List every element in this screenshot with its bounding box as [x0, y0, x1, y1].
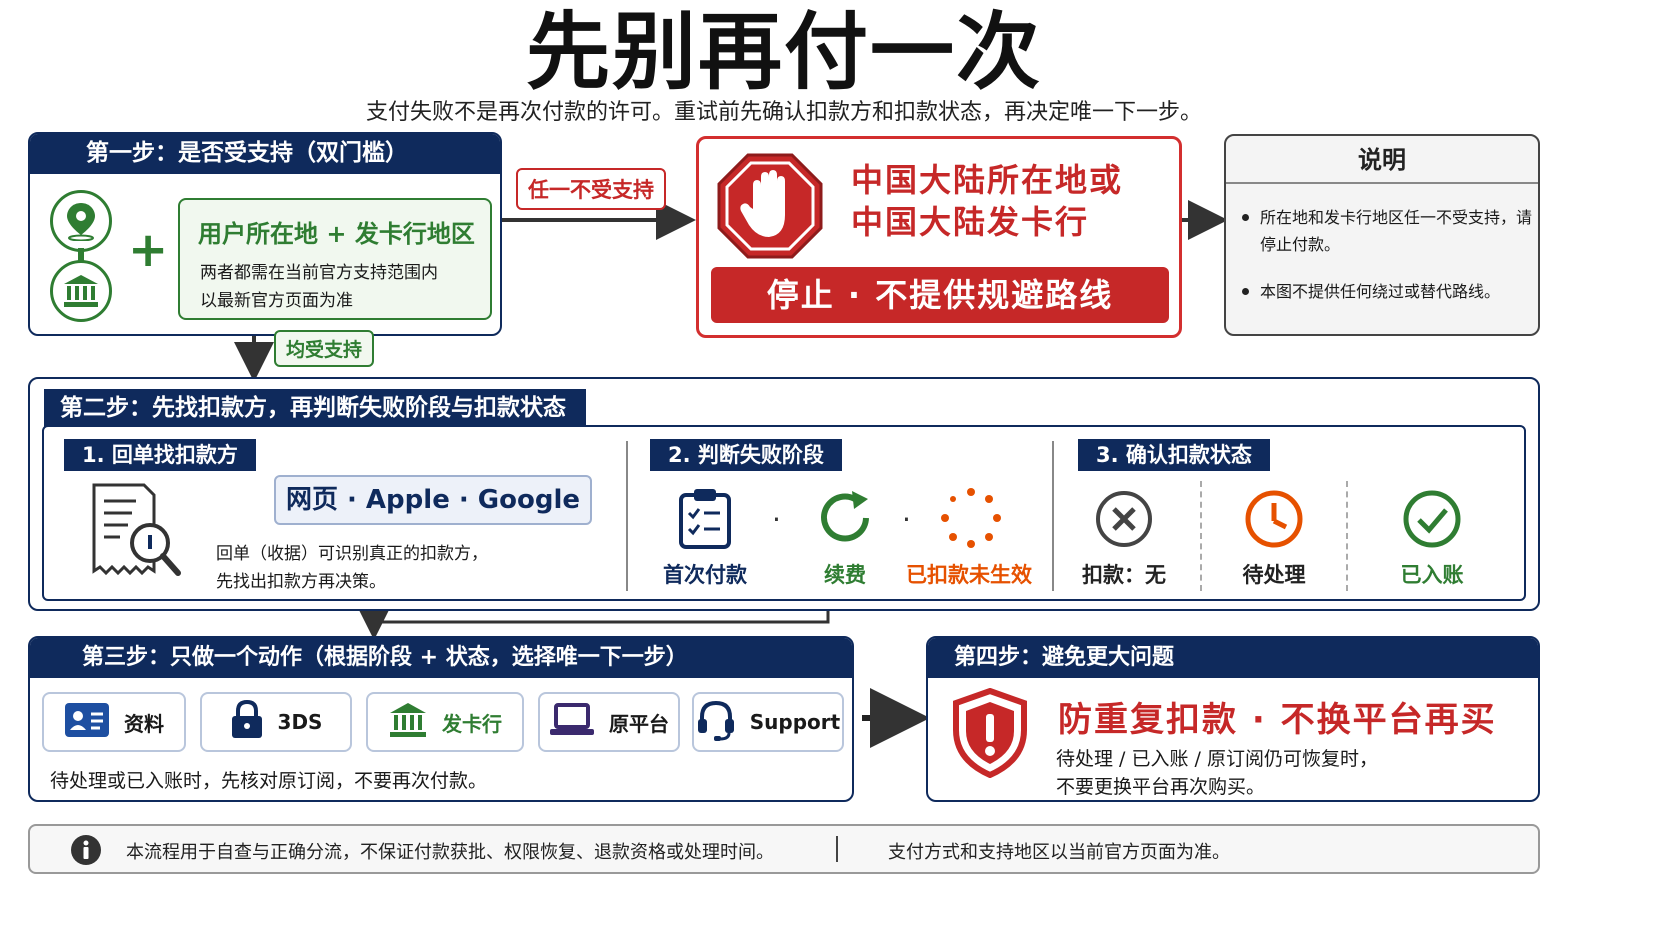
step2-inner: 1. 回单找扣款方 网页 · Apple · Google 回单（收据）可识别真… — [42, 425, 1526, 601]
icon-connector — [78, 248, 84, 264]
stage-charged-not-active: 已扣款未生效 — [906, 563, 1032, 587]
divider — [1200, 481, 1202, 591]
notes-title: 说明 — [1226, 136, 1538, 184]
step4-line-2: 不要更换平台再次购买。 — [1056, 776, 1266, 798]
bank-icon — [50, 260, 112, 322]
stop-line-2: 中国大陆发卡行 — [851, 203, 1090, 241]
footer-divider — [836, 836, 838, 862]
headset-icon — [696, 699, 736, 746]
sub2-heading: 2. 判断失败阶段 — [650, 439, 842, 471]
divider — [1346, 481, 1348, 591]
platforms-box: 网页 · Apple · Google — [274, 475, 592, 525]
divider — [626, 441, 628, 591]
page-subtitle: 支付失败不是再次付款的许可。重试前先确认扣款方和扣款状态，再决定唯一下一步。 — [365, 100, 1202, 125]
step1-panel: 第一步：是否受支持（双门槛） + 用户所在地 + 发卡行地区 两者都需在当前官方… — [28, 132, 502, 336]
action-label: Support — [749, 710, 841, 734]
clock-icon — [1244, 489, 1304, 553]
location-and-issuer-box: 用户所在地 + 发卡行地区 两者都需在当前官方支持范围内 以最新官方页面为准 — [178, 198, 492, 320]
note-item-2: 本图不提供任何绕过或替代路线。 — [1242, 278, 1534, 305]
state-posted: 已入账 — [1400, 563, 1464, 587]
step4-panel: 第四步：避免更大问题 防重复扣款 · 不换平台再买 待处理 / 已入账 / 原订… — [926, 636, 1540, 802]
tag-supported: 均受支持 — [274, 330, 375, 367]
laptop-icon — [549, 702, 595, 742]
sub3-heading: 3. 确认扣款状态 — [1078, 439, 1270, 471]
stage-renewal: 续费 — [824, 563, 866, 587]
action-label: 资料 — [124, 711, 164, 736]
info-icon — [70, 834, 102, 870]
renewal-icon — [814, 487, 876, 553]
action-original-platform-button[interactable]: 原平台 — [538, 692, 680, 752]
footer-text-2: 支付方式和支持地区以当前官方页面为准。 — [888, 842, 1230, 863]
action-issuer-button[interactable]: 发卡行 — [366, 692, 524, 752]
step1-heading: 第一步：是否受支持（双门槛） — [30, 134, 500, 174]
step4-line-1: 待处理 / 已入账 / 原订阅仍可恢复时， — [1056, 748, 1378, 770]
clipboard-icon — [678, 487, 732, 553]
stage-dot: · — [772, 503, 781, 536]
page-title: 先别再付一次 — [525, 3, 1042, 101]
action-label: 3DS — [277, 710, 323, 734]
step3-heading: 第三步：只做一个动作（根据阶段 + 状态，选择唯一下一步） — [30, 638, 852, 678]
action-label: 发卡行 — [442, 711, 502, 736]
stop-panel: 中国大陆所在地或 中国大陆发卡行 停止 · 不提供规避路线 — [696, 136, 1182, 338]
x-circle-icon — [1094, 489, 1154, 553]
action-info-button[interactable]: 资料 — [42, 692, 186, 752]
stop-banner: 停止 · 不提供规避路线 — [711, 267, 1169, 323]
check-circle-icon — [1402, 489, 1462, 553]
action-3ds-button[interactable]: 3DS — [200, 692, 352, 752]
pending-spinner-icon — [940, 487, 1002, 553]
stop-hand-icon — [715, 151, 825, 265]
stage-first-payment: 首次付款 — [663, 563, 747, 587]
note-item-1: 所在地和发卡行地区任一不受支持，请停止付款。 — [1242, 204, 1534, 258]
step4-heading: 第四步：避免更大问题 — [928, 638, 1538, 678]
divider — [1052, 441, 1054, 591]
sub1-heading: 1. 回单找扣款方 — [64, 439, 256, 471]
shield-alert-icon — [952, 687, 1028, 782]
footer-text-1: 本流程用于自查与正确分流，不保证付款获批、权限恢复、退款资格或处理时间。 — [126, 842, 774, 863]
state-pending: 待处理 — [1242, 563, 1306, 587]
receipt-search-icon — [88, 481, 184, 585]
notes-panel: 说明 所在地和发卡行地区任一不受支持，请停止付款。 本图不提供任何绕过或替代路线… — [1224, 134, 1540, 336]
location-pin-icon — [50, 190, 112, 252]
action-support-button[interactable]: Support — [692, 692, 844, 752]
lock-icon — [230, 699, 264, 745]
step2-heading: 第二步：先找扣款方，再判断失败阶段与扣款状态 — [44, 389, 586, 427]
id-card-icon — [64, 702, 110, 743]
box-line-1: 两者都需在当前官方支持范围内 — [200, 263, 438, 283]
note-text-2: 本图不提供任何绕过或替代路线。 — [1260, 282, 1501, 301]
state-no-charge: 扣款：无 — [1082, 563, 1166, 587]
action-label: 原平台 — [609, 711, 669, 736]
bullet-icon — [1242, 288, 1249, 295]
footer-disclaimer: 本流程用于自查与正确分流，不保证付款获批、权限恢复、退款资格或处理时间。 支付方… — [28, 824, 1540, 874]
step4-title: 防重复扣款 · 不换平台再买 — [1058, 700, 1497, 740]
step3-panel: 第三步：只做一个动作（根据阶段 + 状态，选择唯一下一步） 资料 3DS — [28, 636, 854, 802]
stage-dot: · — [902, 503, 911, 536]
stop-line-1: 中国大陆所在地或 — [851, 161, 1124, 199]
tag-unsupported: 任一不受支持 — [516, 168, 666, 210]
box-line-2: 以最新官方页面为准 — [200, 291, 353, 311]
bullet-icon — [1242, 214, 1249, 221]
note-text-1: 所在地和发卡行地区任一不受支持，请停止付款。 — [1260, 208, 1533, 254]
box-title: 用户所在地 + 发卡行地区 — [198, 220, 475, 248]
bank-icon — [388, 701, 428, 744]
sub1-line-2: 先找出扣款方再决策。 — [216, 572, 386, 592]
step2-panel: 第二步：先找扣款方，再判断失败阶段与扣款状态 1. 回单找扣款方 网页 · Ap… — [28, 377, 1540, 611]
step3-note: 待处理或已入账时，先核对原订阅，不要再次付款。 — [50, 770, 488, 792]
plus-sign: + — [128, 222, 169, 278]
sub1-line-1: 回单（收据）可识别真正的扣款方， — [216, 544, 488, 564]
